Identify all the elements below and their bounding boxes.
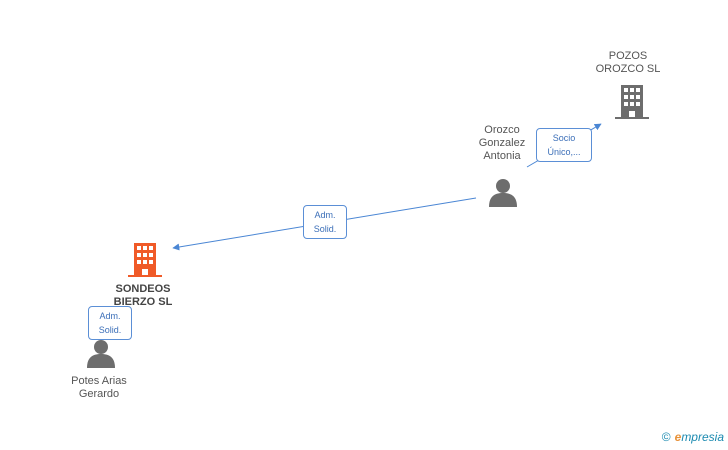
copyright-icon: ©: [661, 430, 671, 444]
company-name-line2: BIERZO SL: [113, 296, 173, 308]
company-label-pozos[interactable]: POZOS OROZCO SL: [588, 50, 668, 76]
person-name-line3: Antonia: [483, 150, 521, 162]
edge-label-line1: Adm.: [99, 311, 121, 321]
company-name-line1: POZOS: [608, 50, 648, 62]
person-label-orozco[interactable]: Orozco Gonzalez Antonia: [460, 124, 544, 163]
person-label-potes[interactable]: Potes Arias Gerardo: [56, 375, 142, 401]
company-name-line2: OROZCO SL: [595, 63, 661, 75]
person-name-line1: Potes Arias: [71, 375, 127, 387]
brand-name: mpresia: [681, 430, 724, 444]
building-icon[interactable]: [128, 243, 162, 277]
edge-label-line2: Solid.: [98, 325, 122, 335]
edge-label-adm-solid[interactable]: Adm. Solid.: [303, 205, 347, 239]
building-icon[interactable]: [615, 85, 649, 119]
edge-label-socio-unico[interactable]: Socio Único,...: [536, 128, 592, 162]
edge-label-line1: Adm.: [314, 210, 336, 220]
edge-label-line2: Solid.: [313, 224, 337, 234]
edge-label-adm-solid[interactable]: Adm. Solid.: [88, 306, 132, 340]
person-icon[interactable]: [86, 338, 116, 368]
edge-label-line2: Único,...: [547, 147, 581, 157]
edge-label-line1: Socio: [552, 133, 576, 143]
person-name-line2: Gonzalez: [478, 137, 526, 149]
brand-logo-e: e: [674, 430, 682, 444]
person-name-line2: Gerardo: [78, 388, 120, 400]
person-name-line1: Orozco: [484, 124, 520, 136]
company-name-line1: SONDEOS: [115, 283, 171, 295]
person-icon[interactable]: [488, 177, 518, 207]
company-label-sondeos[interactable]: SONDEOS BIERZO SL: [98, 283, 188, 309]
brand-watermark: ©empresia: [662, 430, 724, 444]
